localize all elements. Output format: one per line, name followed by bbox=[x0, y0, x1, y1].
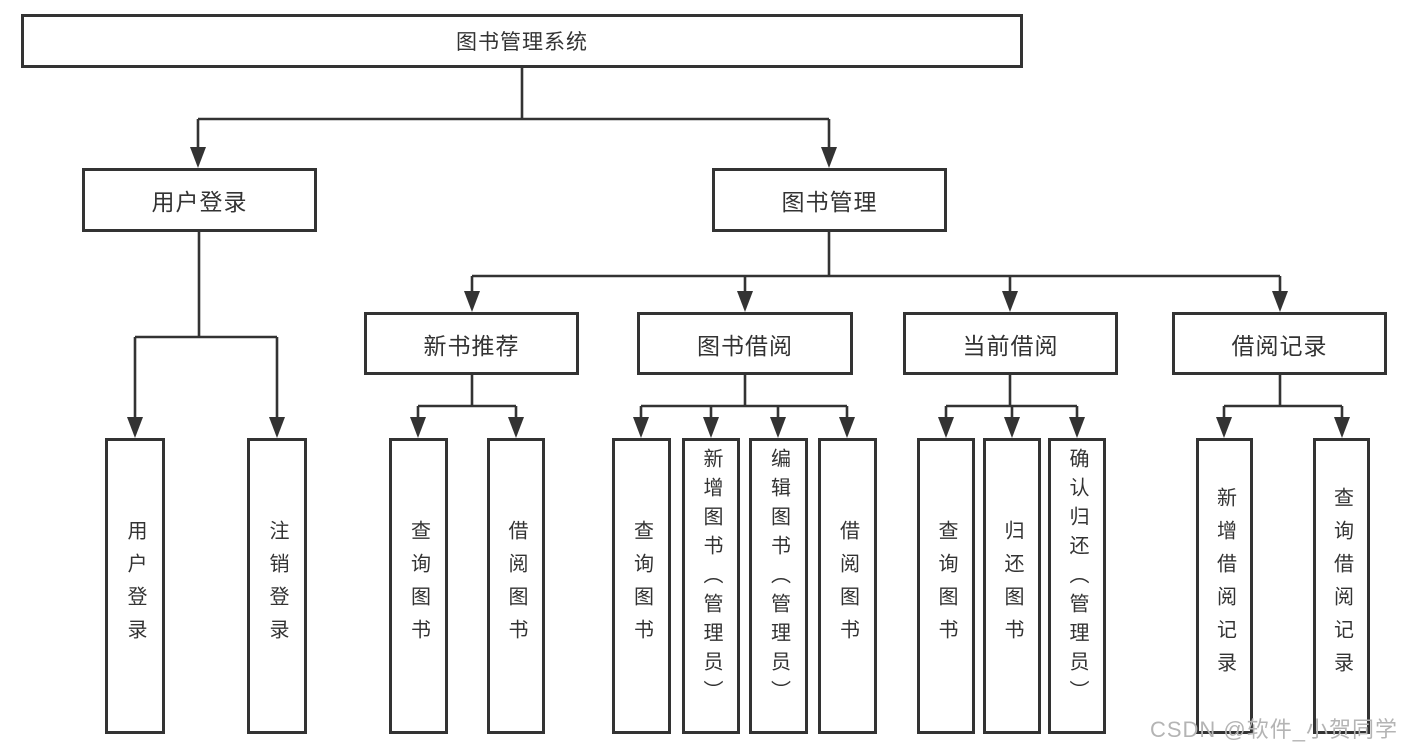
node-borrow-records: 借阅记录 bbox=[1172, 312, 1387, 375]
leaf-current-query-book: 查询图书 bbox=[917, 438, 975, 734]
leaf-label: 查询图书 bbox=[630, 520, 653, 652]
leaf-label: 归还图书 bbox=[1001, 520, 1023, 652]
leaf-add-book-admin: 新增图书（管理员） bbox=[682, 438, 740, 734]
node-new-book-rec: 新书推荐 bbox=[364, 312, 579, 375]
leaf-borrow-book: 借阅图书 bbox=[818, 438, 877, 734]
leaf-add-borrow-record: 新增借阅记录 bbox=[1196, 438, 1253, 734]
leaf-label: 借阅图书 bbox=[505, 520, 527, 652]
leaf-label: 确认归还（管理员） bbox=[1066, 448, 1088, 709]
leaf-return-book: 归还图书 bbox=[983, 438, 1041, 734]
connector-new-book-rec-to-leaves bbox=[416, 375, 518, 418]
leaf-label: 查询借阅记录 bbox=[1330, 487, 1353, 685]
leaf-rec-borrow-book: 借阅图书 bbox=[487, 438, 545, 734]
connector-user-login-to-leaves bbox=[133, 232, 279, 418]
node-user-login: 用户登录 bbox=[82, 168, 317, 232]
leaf-label: 查询图书 bbox=[407, 520, 430, 652]
leaf-query-borrow-record: 查询借阅记录 bbox=[1313, 438, 1370, 734]
node-root: 图书管理系统 bbox=[21, 14, 1023, 68]
connector-current-borrow-to-leaves bbox=[944, 375, 1079, 418]
connector-borrow-records-to-leaves bbox=[1222, 375, 1344, 418]
leaf-rec-query-book: 查询图书 bbox=[389, 438, 448, 734]
leaf-label: 用户登录 bbox=[124, 520, 146, 652]
leaf-label: 注销登录 bbox=[266, 520, 288, 652]
node-book-mgmt: 图书管理 bbox=[712, 168, 947, 232]
csdn-watermark: CSDN @软件_小贺同学 bbox=[1149, 717, 1398, 742]
leaf-edit-book-admin: 编辑图书（管理员） bbox=[749, 438, 808, 734]
leaf-borrow-query-book: 查询图书 bbox=[612, 438, 671, 734]
node-book-borrow: 图书借阅 bbox=[637, 312, 853, 375]
leaf-user-login: 用户登录 bbox=[105, 438, 165, 734]
leaf-label: 编辑图书（管理员） bbox=[767, 448, 790, 709]
leaf-confirm-return-admin: 确认归还（管理员） bbox=[1048, 438, 1106, 734]
node-current-borrow: 当前借阅 bbox=[903, 312, 1118, 375]
leaf-label: 借阅图书 bbox=[836, 520, 859, 652]
connector-book-mgmt-to-level3 bbox=[470, 232, 1282, 292]
leaf-label: 新增借阅记录 bbox=[1213, 487, 1236, 685]
leaf-logout: 注销登录 bbox=[247, 438, 307, 734]
leaf-label: 新增图书（管理员） bbox=[700, 448, 722, 709]
leaf-label: 查询图书 bbox=[935, 520, 957, 652]
connector-root-to-level2 bbox=[196, 68, 831, 148]
connector-book-borrow-to-leaves bbox=[639, 375, 849, 418]
